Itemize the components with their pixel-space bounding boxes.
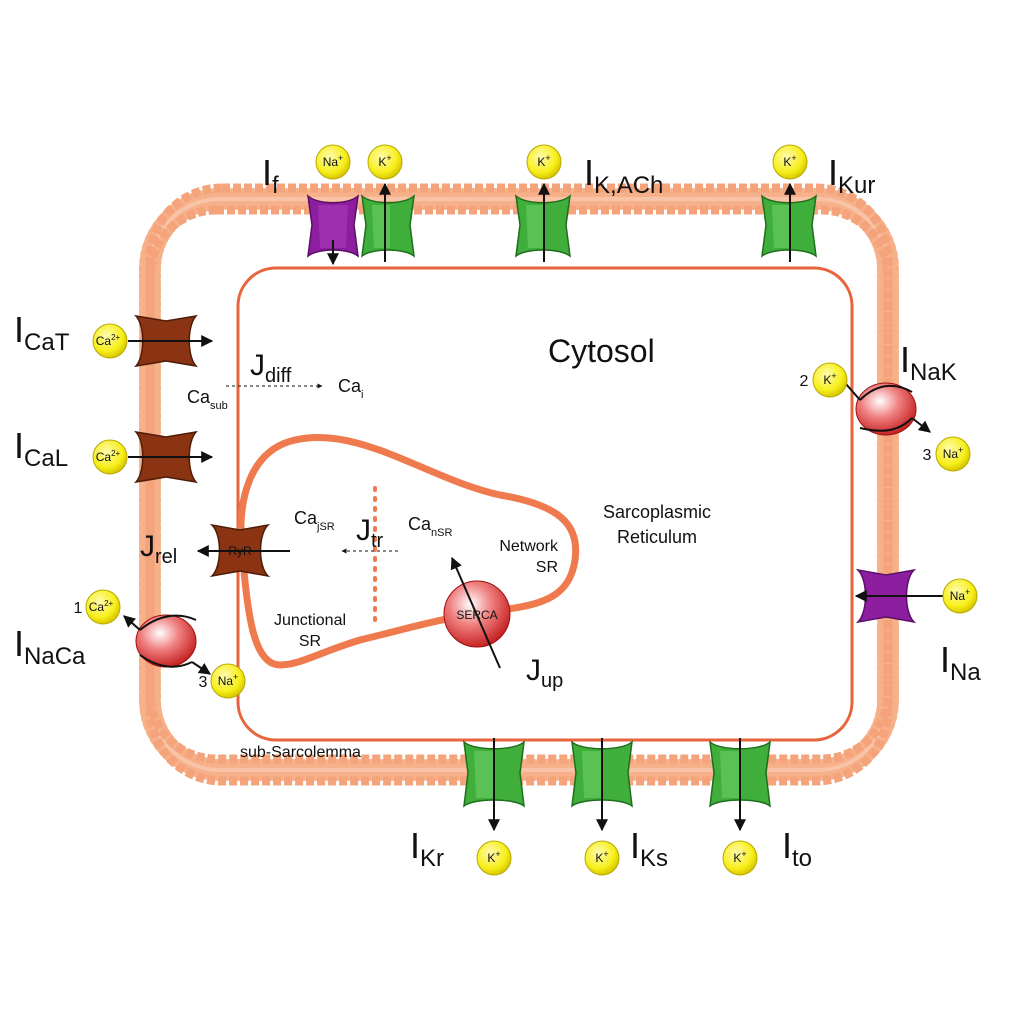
label-i-kach: IK,ACh: [584, 152, 663, 199]
svg-text:Na+: Na+: [943, 445, 964, 461]
label-i-nak: INaK: [900, 339, 957, 386]
svg-text:Ca2+: Ca2+: [89, 599, 114, 614]
svg-text:K+: K+: [823, 371, 836, 387]
label-i-ks: IKs: [630, 825, 668, 872]
nak-pump: [855, 382, 917, 436]
label-i-cat: ICaT: [14, 309, 70, 356]
ik-channel-top-1: [360, 194, 416, 258]
nak-na-count: 3: [923, 447, 932, 464]
label-i-f: If: [262, 152, 279, 199]
label-ca-sub: Casub: [187, 387, 228, 412]
cell-membrane: [139, 183, 899, 786]
ion-ca-naca: Ca2+: [85, 589, 121, 625]
label-junctional-sr-line1: Junctional: [274, 612, 346, 629]
label-j-up: Jup: [526, 654, 563, 692]
ion-k-ikr: K+: [476, 840, 512, 876]
svg-text:K+: K+: [487, 849, 500, 865]
label-j-tr: Jtr: [356, 514, 384, 552]
label-sub-sarcolemma: sub-Sarcolemma: [240, 744, 361, 761]
label-sr-line2: Reticulum: [617, 527, 697, 547]
sarcoplasmic-reticulum-outline: [237, 433, 580, 669]
naca-na-count: 3: [199, 674, 208, 691]
svg-text:K+: K+: [378, 153, 391, 169]
label-i-kur: IKur: [828, 152, 875, 199]
ion-na-ina: Na+: [942, 578, 978, 614]
label-i-na: INa: [940, 639, 981, 686]
if-channel: [306, 194, 360, 258]
label-j-diff: Jdiff: [250, 349, 292, 387]
dashed-flux-arrows: [226, 383, 398, 554]
svg-text:K+: K+: [783, 153, 796, 169]
svg-text:Ca2+: Ca2+: [96, 449, 121, 464]
label-j-rel: Jrel: [140, 530, 177, 568]
svg-text:K+: K+: [595, 849, 608, 865]
svg-text:K+: K+: [537, 153, 550, 169]
svg-text:K+: K+: [733, 849, 746, 865]
label-ca-nsr: CanSR: [408, 514, 452, 539]
ion-k-top-1: K+: [367, 144, 403, 180]
flux-arrows: [123, 182, 945, 832]
naca-ca-count: 1: [74, 600, 83, 617]
ion-na-naca: Na+: [210, 663, 246, 699]
ion-k-iks: K+: [584, 840, 620, 876]
nak-k-count: 2: [800, 373, 809, 390]
ion-k-ikur: K+: [772, 144, 808, 180]
svg-text:Na+: Na+: [950, 587, 971, 603]
label-network-sr-line2: SR: [536, 559, 558, 576]
ion-na-if: Na+: [315, 144, 351, 180]
label-i-to: Ito: [782, 825, 812, 872]
label-ca-jsr: CajSR: [294, 508, 335, 533]
ion-na-nak: Na+: [935, 436, 971, 472]
label-i-cal: ICaL: [14, 425, 68, 472]
label-i-kr: IKr: [410, 825, 444, 872]
ion-k-nak: K+: [812, 362, 848, 398]
label-junctional-sr-line2: SR: [299, 633, 321, 650]
ion-ca-icat: Ca2+: [92, 323, 128, 359]
label-cytosol: Cytosol: [548, 333, 655, 369]
svg-text:Ca2+: Ca2+: [96, 333, 121, 348]
label-network-sr-line1: Network: [499, 538, 559, 555]
ion-ca-ical: Ca2+: [92, 439, 128, 475]
ion-k-ito: K+: [722, 840, 758, 876]
svg-text:Na+: Na+: [323, 153, 344, 169]
ion-k-ikach: K+: [526, 144, 562, 180]
svg-text:Na+: Na+: [218, 672, 239, 688]
label-i-naca: INaCa: [14, 623, 86, 670]
label-sr-line1: Sarcoplasmic: [603, 502, 711, 522]
label-ca-i: Cai: [338, 376, 363, 401]
cytosol-boundary: [236, 266, 854, 742]
